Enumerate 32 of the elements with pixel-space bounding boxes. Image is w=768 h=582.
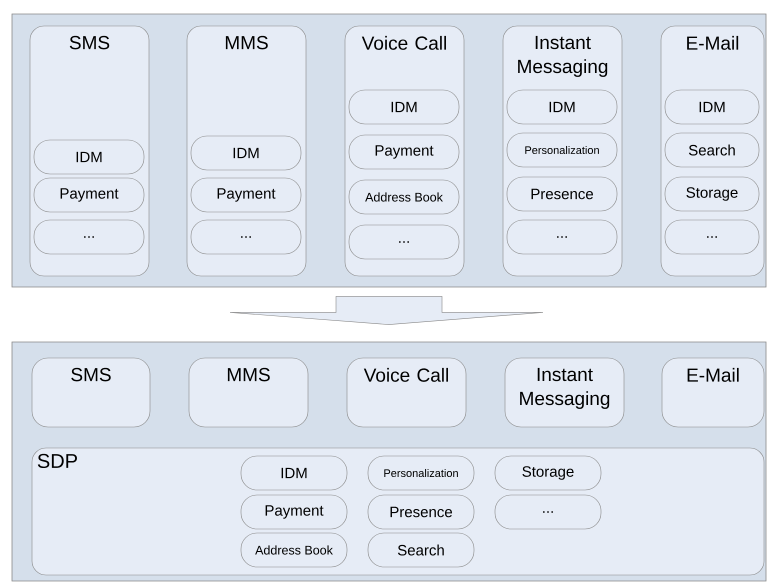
service-box: MMS (188, 358, 308, 428)
capability-pill: Payment (240, 494, 348, 530)
capability-pill: ... (506, 220, 618, 254)
capability-pill: Personalization (506, 132, 618, 168)
capability-pill: Personalization (368, 456, 474, 490)
down-arrow (230, 296, 544, 325)
capability-pill: ... (664, 220, 760, 254)
capability-pill: IDM (348, 90, 460, 124)
service-box: E-Mail (662, 358, 764, 428)
capability-pill: Storage (664, 176, 760, 212)
capability-pill: IDM (240, 456, 348, 490)
service-box: SMS (32, 358, 150, 428)
capability-pill: ... (494, 494, 602, 530)
capability-pill: IDM (664, 90, 760, 124)
capability-pill: ... (348, 224, 460, 260)
capability-pill: IDM (34, 140, 144, 174)
capability-pill: ... (190, 220, 302, 254)
capability-pill: Payment (348, 134, 460, 170)
capability-pill: Payment (34, 178, 144, 212)
capability-pill: IDM (506, 90, 618, 124)
capability-pill: Payment (190, 178, 302, 212)
capability-pill: Search (664, 132, 760, 168)
capability-pill: Storage (494, 456, 602, 490)
capability-pill: ... (34, 220, 144, 254)
service-box: Instant Messaging (504, 358, 624, 428)
capability-pill: Presence (506, 176, 618, 212)
capability-pill: Search (368, 532, 474, 568)
capability-pill: IDM (190, 136, 302, 170)
capability-pill: Presence (368, 494, 474, 530)
capability-pill: Address Book (348, 180, 460, 214)
capability-pill: Address Book (240, 532, 348, 568)
service-box: Voice Call (346, 358, 466, 428)
